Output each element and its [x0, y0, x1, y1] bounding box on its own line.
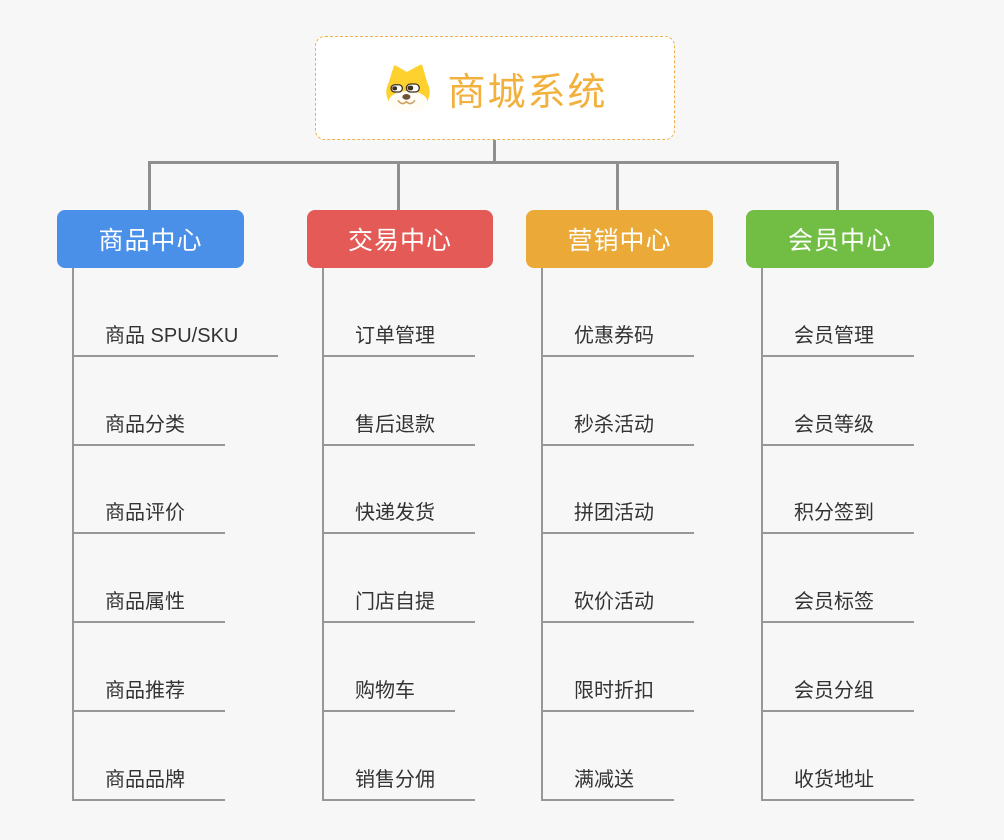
connector-drop-member	[836, 161, 839, 211]
connector-root-vertical	[493, 139, 496, 164]
child-node[interactable]: 积分签到	[763, 446, 914, 535]
branch-node-product-center[interactable]: 商品中心	[57, 210, 244, 268]
child-node[interactable]: 秒杀活动	[543, 357, 694, 446]
connector-horizontal-bus	[148, 161, 839, 164]
branch-node-trade-center[interactable]: 交易中心	[307, 210, 493, 268]
children-column-trade-center: 订单管理 售后退款 快递发货 门店自提 购物车 销售分佣	[322, 268, 475, 801]
branch-node-member-center[interactable]: 会员中心	[746, 210, 934, 268]
child-node[interactable]: 满减送	[543, 712, 674, 801]
branch-label: 商品中心	[98, 227, 203, 255]
branch-label: 交易中心	[347, 227, 452, 255]
child-node[interactable]: 拼团活动	[543, 446, 694, 535]
child-node[interactable]: 会员分组	[763, 623, 914, 713]
connector-drop-product	[148, 161, 151, 211]
child-node[interactable]: 订单管理	[324, 268, 475, 357]
root-label: 商城系统	[447, 71, 608, 114]
branch-node-marketing-center[interactable]: 营销中心	[526, 210, 713, 268]
children-column-marketing-center: 优惠券码 秒杀活动 拼团活动 砍价活动 限时折扣 满减送	[541, 268, 694, 801]
branch-label: 营销中心	[567, 227, 672, 255]
branch-label: 会员中心	[787, 227, 892, 255]
children-column-member-center: 会员管理 会员等级 积分签到 会员标签 会员分组 收货地址	[761, 268, 914, 801]
child-node[interactable]: 限时折扣	[543, 623, 694, 713]
child-node[interactable]: 商品分类	[74, 357, 225, 446]
child-node[interactable]: 商品品牌	[74, 712, 225, 801]
children-column-product-center: 商品 SPU/SKU 商品分类 商品评价 商品属性 商品推荐 商品品牌	[72, 268, 279, 801]
child-node[interactable]: 优惠券码	[543, 268, 694, 357]
child-node[interactable]: 砍价活动	[543, 534, 694, 624]
child-node[interactable]: 商品属性	[74, 534, 225, 624]
child-node[interactable]: 商品评价	[74, 446, 225, 535]
connector-drop-trade	[397, 161, 400, 211]
child-node[interactable]: 购物车	[324, 623, 455, 713]
child-node[interactable]: 收货地址	[763, 712, 914, 801]
connector-drop-marketing	[616, 161, 619, 211]
child-node[interactable]: 商品 SPU/SKU	[74, 268, 279, 357]
child-node[interactable]: 快递发货	[324, 446, 475, 535]
child-node[interactable]: 销售分佣	[324, 712, 475, 801]
child-node[interactable]: 会员管理	[763, 268, 914, 357]
child-node[interactable]: 售后退款	[324, 357, 475, 446]
child-node[interactable]: 门店自提	[324, 534, 475, 624]
dog-face-icon	[382, 63, 434, 113]
child-node[interactable]: 会员等级	[763, 357, 914, 446]
child-node[interactable]: 会员标签	[763, 534, 914, 624]
root-node[interactable]: 商城系统	[315, 36, 675, 140]
child-node[interactable]: 商品推荐	[74, 623, 225, 713]
